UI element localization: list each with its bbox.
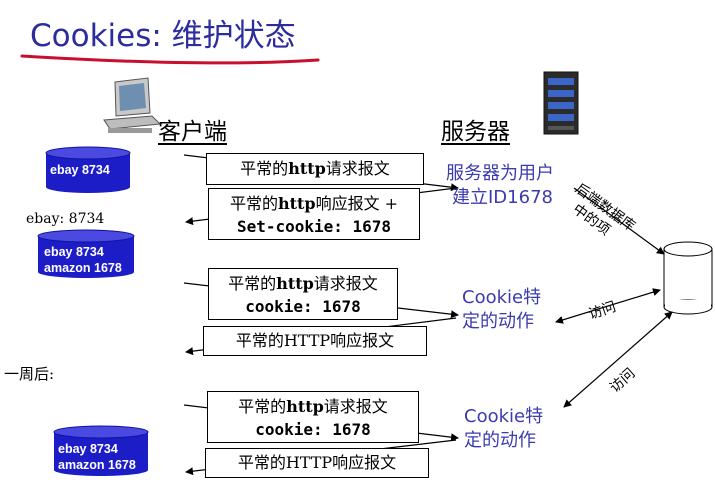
msg-http-request-2: 平常的http请求报文 cookie: 1678 bbox=[208, 268, 398, 320]
arrow-backend-entry bbox=[573, 187, 665, 255]
msg-http-response-2: 平常的HTTP响应报文 bbox=[203, 326, 427, 356]
client-db-after-set-label: ebay 8734 amazon 1678 bbox=[44, 244, 122, 276]
client-cookie-note: ebay: 8734 bbox=[26, 211, 105, 227]
action-line: 定的动作 bbox=[464, 430, 536, 451]
msg-text: 平常的 bbox=[240, 159, 289, 178]
action-line: 建立ID1678 bbox=[452, 187, 553, 208]
arrow-access-2 bbox=[563, 311, 673, 408]
db-entry: amazon 1678 bbox=[58, 458, 136, 472]
msg-text: 响应报文 + bbox=[315, 194, 399, 213]
action-line: Cookie特 bbox=[464, 406, 544, 427]
cookie-header: cookie: 1678 bbox=[245, 297, 361, 316]
server-label: 服务器 bbox=[441, 119, 510, 145]
title-rest: : 维护状态 bbox=[151, 18, 296, 54]
msg-text: 请求报文 bbox=[323, 397, 388, 416]
backend-database-icon bbox=[663, 241, 713, 315]
msg-text: 平常的 bbox=[229, 194, 278, 213]
msg-http-request-1: 平常的http请求报文 bbox=[206, 153, 424, 185]
week-later-label: 一周后: bbox=[4, 365, 55, 383]
client-label: 客户端 bbox=[158, 119, 227, 145]
server-cookie-action-1: Cookie特 定的动作 bbox=[462, 286, 541, 334]
server-icon bbox=[543, 71, 579, 135]
msg-http-request-3: 平常的http请求报文 cookie: 1678 bbox=[207, 391, 419, 443]
computer-icon bbox=[103, 77, 162, 133]
client-db-initial-label: ebay 8734 bbox=[50, 163, 110, 177]
title-underline bbox=[20, 54, 320, 65]
action-line: Cookie特 bbox=[462, 287, 542, 308]
msg-protocol: http bbox=[277, 194, 316, 213]
msg-text: 平常的 bbox=[238, 397, 287, 416]
set-cookie-header: Set-cookie: 1678 bbox=[236, 217, 392, 236]
msg-text: 请求报文 bbox=[313, 274, 378, 293]
msg-http-response-3: 平常的HTTP响应报文 bbox=[205, 448, 429, 478]
title-prefix: Cookies bbox=[30, 18, 152, 54]
action-line: 服务器为用户 bbox=[446, 163, 554, 184]
msg-protocol: http bbox=[286, 397, 324, 416]
msg-text: 平常的 bbox=[228, 274, 277, 293]
server-create-id-text: 服务器为用户 建立ID1678 bbox=[446, 162, 554, 210]
client-db-week-later-label: ebay 8734 amazon 1678 bbox=[58, 441, 136, 473]
client-db-after-set bbox=[37, 229, 135, 278]
msg-protocol: http bbox=[276, 274, 314, 293]
cookie-header: cookie: 1678 bbox=[255, 420, 371, 439]
msg-http-response-set-cookie: 平常的http响应报文 + Set-cookie: 1678 bbox=[208, 188, 420, 240]
slide-title: Cookies: 维护状态 bbox=[30, 10, 296, 55]
db-entry: ebay 8734 bbox=[58, 442, 118, 456]
db-entry: amazon 1678 bbox=[44, 261, 122, 275]
msg-text: 请求报文 bbox=[325, 159, 390, 178]
action-line: 定的动作 bbox=[462, 311, 534, 332]
client-db-initial bbox=[45, 146, 131, 193]
client-db-week-later bbox=[53, 425, 149, 476]
db-entry: ebay 8734 bbox=[44, 245, 104, 259]
msg-protocol: http bbox=[288, 159, 326, 178]
server-cookie-action-2: Cookie特 定的动作 bbox=[464, 405, 543, 453]
